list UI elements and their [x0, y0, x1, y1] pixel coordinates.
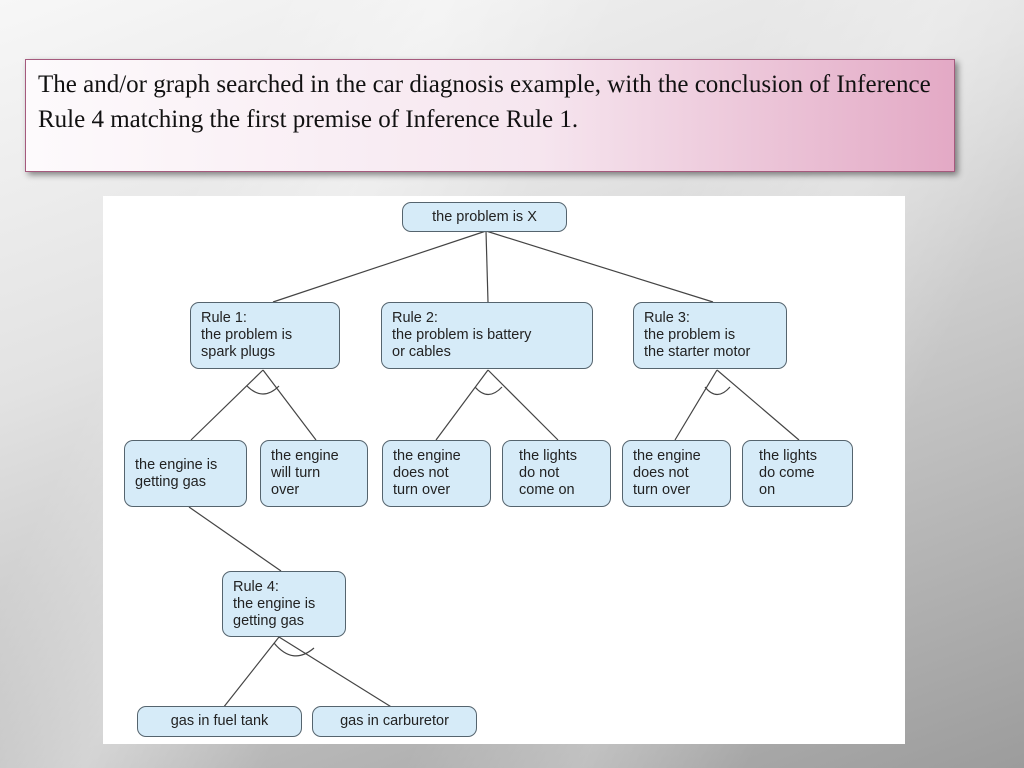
node-gas-in-carburetor-label: gas in carburetor [340, 713, 449, 729]
edge-rule4-carburetor [278, 636, 394, 709]
edge-rule1-engine-turn [262, 369, 317, 441]
edge-root-rule2 [485, 230, 489, 303]
node-engine-getting-gas-label: the engine is getting gas [135, 456, 218, 490]
node-rule-3-label: Rule 3: the problem is the starter motor [644, 310, 751, 360]
node-rule-4-label: Rule 4: the engine is getting gas [233, 578, 316, 629]
node-rule-1-label: Rule 1: the problem is spark plugs [201, 310, 293, 360]
and-arc-rule1 [246, 385, 280, 395]
node-rule-4: Rule 4: the engine is getting gas [222, 571, 346, 637]
node-lights-do-come-on: the lights do come on [742, 440, 853, 507]
edge-root-rule1 [272, 230, 487, 303]
and-arc-rule3 [704, 386, 731, 396]
caption-box: The and/or graph searched in the car dia… [25, 59, 955, 172]
edge-rule2-lights-not [487, 369, 559, 441]
node-rule2-engine-does-not-turn-over: the engine does not turn over [382, 440, 491, 507]
graph-edges [188, 230, 800, 709]
edge-root-rule3 [485, 230, 714, 303]
node-rule3-engine-does-not-turn-over: the engine does not turn over [622, 440, 731, 507]
node-problem-is-x-label: the problem is X [432, 208, 537, 225]
node-rule-3: Rule 3: the problem is the starter motor [633, 302, 787, 369]
edge-rule3-lights-on [716, 369, 800, 441]
node-rule-2: Rule 2: the problem is battery or cables [381, 302, 593, 369]
node-rule-2-label: Rule 2: the problem is battery or cables [392, 310, 532, 360]
edge-rule3-engine-not [674, 369, 718, 441]
and-arc-rule4 [273, 642, 315, 657]
node-gas-in-fuel-tank: gas in fuel tank [137, 706, 302, 737]
node-gas-in-carburetor: gas in carburetor [312, 706, 477, 737]
node-engine-will-turn-over: the engine will turn over [260, 440, 368, 507]
and-arc-rule2 [474, 386, 503, 396]
node-rule-1: Rule 1: the problem is spark plugs [190, 302, 340, 369]
node-lights-do-not-come-on-label: the lights do not come on [519, 448, 578, 498]
edge-rule2-engine-not [435, 369, 489, 441]
node-gas-in-fuel-tank-label: gas in fuel tank [170, 713, 269, 729]
edge-engine-gas-rule4 [188, 506, 282, 572]
caption-text: The and/or graph searched in the car dia… [38, 71, 931, 133]
edge-rule1-engine-gas [190, 369, 264, 441]
node-problem-is-x: the problem is X [402, 202, 567, 232]
node-lights-do-not-come-on: the lights do not come on [502, 440, 611, 507]
node-lights-do-come-on-label: the lights do come on [759, 448, 818, 498]
edge-rule4-fuel-tank [222, 636, 280, 709]
node-engine-will-turn-over-label: the engine will turn over [271, 448, 339, 498]
node-rule3-engine-does-not-turn-over-label: the engine does not turn over [633, 448, 701, 498]
and-or-graph-figure: the problem is X Rule 1: the problem is … [103, 196, 905, 744]
node-rule2-engine-does-not-turn-over-label: the engine does not turn over [393, 448, 461, 498]
node-engine-getting-gas: the engine is getting gas [124, 440, 247, 507]
